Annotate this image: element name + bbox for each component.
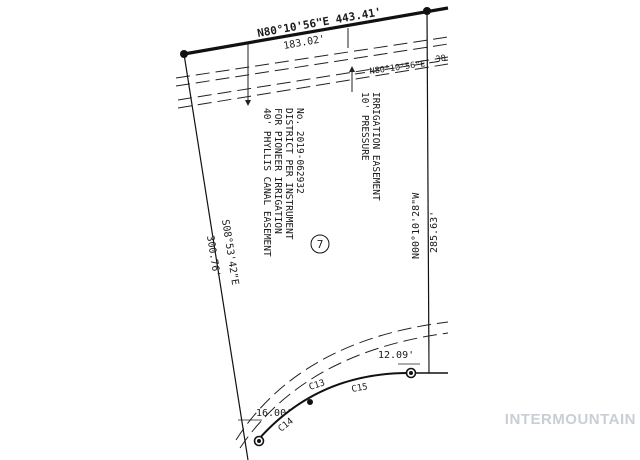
canal-easement-line-3: DISTRICT PER INSTRUMENT [283,108,294,240]
monument-marker [409,371,413,375]
easement-bearing-cut: 38 [435,54,447,65]
road-curve-line [235,321,449,441]
pressure-easement-note: 10' PRESSURE IRRIGATION EASEMENT [359,92,381,201]
easement-bearing: N80°10'56"E [369,59,426,77]
intermountain-watermark: INTERMOUNTAIN [505,411,636,428]
easement-line [354,59,449,75]
curve-point-marker [307,399,313,405]
curve-label-c13: C13 [308,378,327,393]
east-boundary-line [426,10,430,374]
curve-label-c15: C15 [351,382,369,395]
east-boundary-bearing: N00°10'28"W [411,192,422,259]
bottom-left-segment-length: 16.00' [256,408,292,419]
easement-line [177,63,449,109]
dimension-arrow [349,66,355,72]
road-curve-line [257,371,412,441]
lot-number-circle [310,234,330,254]
pressure-easement-line-2: IRRIGATION EASEMENT [370,92,381,201]
easement-line [177,56,449,101]
canal-easement-note: 40' PHYLLIS CANAL EASEMENT FOR PIONEER I… [261,108,305,257]
easement-line [175,43,449,87]
canal-easement-line-4: No. 2019-062932 [294,108,305,194]
bottom-segment-length: 12.09' [378,350,414,361]
road-curve-line [239,332,449,449]
west-boundary-line [183,53,249,460]
west-boundary-length: 300.76' [204,235,221,278]
pressure-easement-line-1: 10' PRESSURE [359,92,370,161]
canal-easement-line-2: FOR PIONEER IRRIGATION [272,108,283,234]
monument-marker [257,439,261,443]
lot-number: 7 [317,238,324,251]
dimension-arrow [245,100,251,106]
east-boundary-length: 285.63' [429,211,440,253]
easement-line [175,36,449,79]
north-boundary-line [183,6,449,56]
canal-easement-line-1: 40' PHYLLIS CANAL EASEMENT [261,108,272,257]
